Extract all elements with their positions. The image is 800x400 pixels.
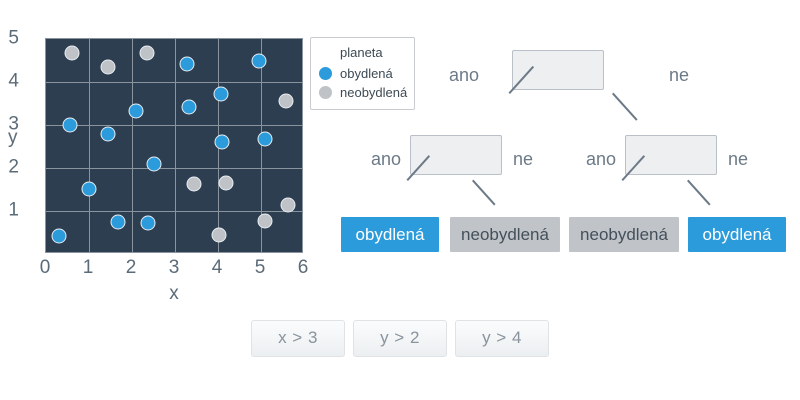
legend-label-neobydlena: neobydlená (340, 85, 408, 100)
legend-item-obydlena: obydlená (319, 64, 406, 83)
scatter-point-neobydlena (211, 227, 227, 243)
legend-title: planeta (340, 45, 383, 60)
gridline-vertical (89, 39, 90, 252)
scatter-point-obydlena (181, 99, 197, 115)
y-tick-5: 5 (8, 27, 19, 49)
tree-edge-left-no (472, 179, 496, 206)
condition-chip-y-gt-2-label: y > 2 (380, 328, 420, 347)
scatter-plot-area (45, 38, 303, 253)
scatter-point-neobydlena (64, 45, 80, 61)
y-tick-1: 1 (8, 199, 19, 221)
condition-chip-tray: x > 3 y > 2 y > 4 (0, 312, 800, 364)
y-axis-label: y (8, 127, 18, 148)
scatter-point-neobydlena (280, 197, 296, 213)
scatter-point-obydlena (257, 131, 273, 147)
tree-leaf-4-label: obydlená (702, 224, 772, 244)
scatter-point-obydlena (214, 134, 230, 150)
scatter-plot-panel: y x 0 1 2 3 4 5 6 1 2 3 4 5 (0, 0, 330, 305)
x-tick-3: 3 (168, 257, 180, 278)
scatter-point-neobydlena (278, 93, 294, 109)
scatter-point-obydlena (146, 156, 161, 172)
scatter-point-neobydlena (100, 59, 116, 75)
x-tick-1: 1 (82, 257, 94, 278)
scatter-point-neobydlena (218, 175, 234, 191)
scatter-point-obydlena (128, 103, 144, 119)
tree-edge-label-root-no: ne (668, 65, 690, 85)
gridline-horizontal (46, 125, 302, 126)
x-tick-6: 6 (297, 257, 309, 278)
scatter-point-obydlena (62, 117, 78, 133)
gridline-vertical (132, 39, 133, 252)
y-tick-3: 3 (8, 113, 19, 135)
condition-chip-y-gt-4-label: y > 4 (482, 328, 522, 347)
gridline-vertical (175, 39, 176, 252)
tree-leaf-1[interactable]: obydlená (341, 217, 439, 252)
x-tick-5: 5 (254, 257, 266, 278)
scatter-point-obydlena (251, 53, 267, 69)
tree-leaf-2[interactable]: neobydlená (450, 217, 560, 252)
scatter-point-obydlena (110, 214, 126, 230)
gridline-horizontal (46, 168, 302, 169)
scatter-point-neobydlena (257, 213, 273, 229)
scatter-point-obydlena (140, 215, 156, 231)
scatter-point-obydlena (213, 86, 229, 102)
x-tick-4: 4 (211, 257, 223, 278)
tree-edge-label-left-no: ne (512, 149, 534, 169)
condition-chip-x-gt-3[interactable]: x > 3 (251, 319, 345, 357)
legend-swatch-neobydlena-icon (319, 86, 332, 99)
tree-leaf-3[interactable]: neobydlená (569, 217, 679, 252)
scatter-point-obydlena (51, 228, 67, 244)
tree-leaf-4[interactable]: obydlená (688, 217, 786, 252)
x-axis-label: x (169, 283, 179, 304)
x-tick-0: 0 (39, 257, 51, 278)
tree-edge-label-right-yes: ano (585, 149, 617, 169)
tree-node-root-dropzone[interactable] (512, 50, 604, 90)
tree-edge-right-no (687, 179, 711, 206)
scatter-point-neobydlena (186, 176, 202, 192)
x-tick-2: 2 (125, 257, 137, 278)
legend-item-neobydlena: neobydlená (319, 83, 408, 102)
tree-leaf-1-label: obydlená (355, 224, 425, 244)
condition-chip-y-gt-2[interactable]: y > 2 (353, 319, 447, 357)
gridline-horizontal (46, 211, 302, 212)
scatter-point-obydlena (81, 181, 97, 197)
legend-label-obydlena: obydlená (340, 66, 393, 81)
condition-chip-y-gt-4[interactable]: y > 4 (455, 319, 549, 357)
condition-chip-x-gt-3-label: x > 3 (278, 328, 318, 347)
tree-edge-label-right-no: ne (727, 149, 749, 169)
tree-edge-label-root-yes: ano (448, 65, 480, 85)
tree-leaf-2-label: neobydlená (461, 224, 549, 244)
tree-edge-root-no (612, 92, 638, 121)
legend-swatch-obydlena-icon (319, 67, 332, 80)
legend: planeta obydlená neobydlená (310, 37, 415, 110)
scatter-point-obydlena (100, 126, 116, 142)
tree-edge-label-left-yes: ano (370, 149, 402, 169)
tree-leaf-3-label: neobydlená (580, 224, 668, 244)
y-tick-2: 2 (8, 156, 19, 178)
decision-tree-panel: ano ne ano ne ano ne obydlená neobydlená… (330, 0, 800, 300)
y-tick-4: 4 (8, 70, 19, 92)
scatter-point-neobydlena (139, 45, 155, 61)
tree-node-right-dropzone[interactable] (625, 135, 717, 175)
scatter-point-obydlena (179, 56, 195, 72)
gridline-horizontal (46, 82, 302, 83)
tree-node-left-dropzone[interactable] (410, 135, 502, 175)
